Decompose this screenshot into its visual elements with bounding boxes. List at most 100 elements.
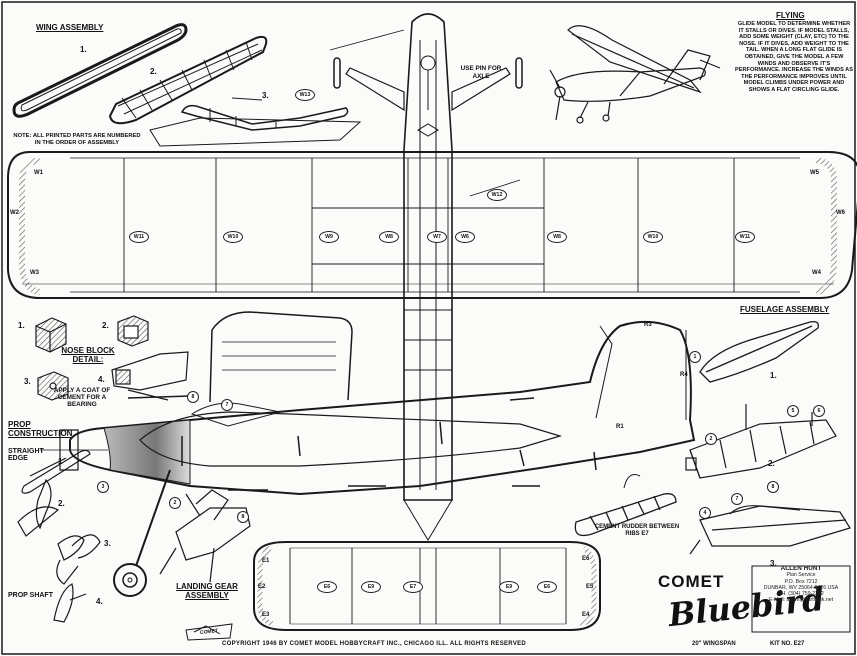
wing-step-2: 2. <box>150 67 157 76</box>
fuselage-top-view <box>329 13 511 541</box>
fuselage-assembly-heading: FUSELAGE ASSEMBLY <box>740 305 830 314</box>
rib-label-w12: W12 <box>487 189 507 201</box>
rib-label: W10 <box>643 231 663 243</box>
straight-edge-label: STRAIGHT EDGE <box>8 448 44 462</box>
part-number: 6 <box>813 405 825 417</box>
prop-step2 <box>17 478 60 537</box>
printed-parts-note: NOTE: ALL PRINTED PARTS ARE NUMBERED IN … <box>13 133 141 146</box>
rib-label: W8 <box>379 231 399 243</box>
nose-block-2 <box>117 315 149 347</box>
nose-step-1: 1. <box>18 321 25 330</box>
part-number: 4 <box>699 507 711 519</box>
landing-gear-assembly-sketch <box>159 489 251 583</box>
comet-logo-stamp <box>185 623 233 641</box>
rudder-pointer <box>623 474 641 489</box>
fuselage-part-label: R3 <box>644 322 652 328</box>
fuselage-step-2: 2. <box>768 459 775 468</box>
part-number: 3 <box>97 481 109 493</box>
landing-gear-heading: LANDING GEAR ASSEMBLY <box>176 582 238 600</box>
kit-number: KIT NO. E27 <box>770 641 805 647</box>
cement-rudder-note: CEMENT RUDDER BETWEEN RIBS E7 <box>594 524 680 537</box>
stab-tip-label: E3 <box>262 612 270 618</box>
part-number: 5 <box>787 405 799 417</box>
wing-tip-label: W1 <box>34 170 43 176</box>
stab-tip-label: E4 <box>582 612 590 618</box>
stamp-name: ALLEN HUNT <box>780 565 822 572</box>
stabilizer-plan <box>253 541 601 631</box>
prop-step-1: 1 <box>58 457 63 466</box>
flying-heading: FLYING <box>776 11 805 20</box>
prop-step-3: 3. <box>104 539 111 548</box>
wing-step3-board <box>149 97 362 147</box>
prop-step4 <box>53 583 87 623</box>
wing-assembly-heading: WING ASSEMBLY <box>36 23 104 32</box>
copyright-line: COPYRIGHT 1946 BY COMET MODEL HOBBYCRAFT… <box>222 641 527 647</box>
fuselage-step-1: 1. <box>770 371 777 380</box>
brand-comet: COMET <box>658 572 725 591</box>
fuselage-part-label: R1 <box>616 424 624 430</box>
fuselage-step2 <box>685 404 837 479</box>
nose-block-heading: NOSE BLOCK DETAIL: <box>61 346 115 364</box>
part-number: 8 <box>767 481 779 493</box>
flying-instructions: GLIDE MODEL TO DETERMINE WHETHER IT STAL… <box>735 21 853 93</box>
wing-tip-label: W6 <box>836 210 845 216</box>
wing-step1-outline <box>12 23 188 118</box>
prop-construction-heading: PROP CONSTRUCTION <box>8 420 73 438</box>
part-number: 1 <box>689 351 701 363</box>
nose-block-1 <box>35 317 67 353</box>
wing-tip-label: W2 <box>10 210 19 216</box>
rib-label: W6 <box>455 231 475 243</box>
stamp-line: E-Mail: ahunt@earthlink.net <box>768 597 834 604</box>
fuselage-step-3: 3. <box>770 559 777 568</box>
stamp-line: P.O. Box 7212 <box>784 578 818 585</box>
nose-step-2: 2. <box>102 321 109 330</box>
plan-service-stamp: ALLEN HUNT Plan Service P.O. Box 7212 DU… <box>752 565 850 630</box>
flying-sketch <box>549 25 721 124</box>
wing-step2-frame <box>108 35 268 125</box>
rib-label: W10 <box>223 231 243 243</box>
apply-cement-note: APPLY A COAT OF CEMENT FOR A BEARING <box>53 387 111 408</box>
wing-tip-label: W5 <box>810 170 819 176</box>
nose-block-4 <box>111 351 189 401</box>
rib-label-w13: W13 <box>295 89 315 101</box>
prop-step-4: 4. <box>96 597 103 606</box>
rudder-ladder <box>574 493 677 537</box>
stab-rib-label: E7 <box>403 581 423 593</box>
rib-label: W9 <box>319 231 339 243</box>
wing-tip-label: W4 <box>812 270 821 276</box>
part-number: 8 <box>237 511 249 523</box>
stamp-line: DUNBAR, WV 25064-0726 USA <box>763 584 839 591</box>
wing-plan <box>7 151 857 299</box>
part-number: 8 <box>187 391 199 403</box>
stab-tip-label: E1 <box>262 558 270 564</box>
rib-label: W8 <box>547 231 567 243</box>
prop-step1 <box>21 449 91 494</box>
rib-label: W11 <box>735 231 755 243</box>
rib-label: W11 <box>129 231 149 243</box>
axle-pins <box>333 57 523 89</box>
stab-rib-label: E9 <box>361 581 381 593</box>
part-number: 2 <box>705 433 717 445</box>
stab-tip-label: E5 <box>586 584 594 590</box>
fuselage-part-label: R4 <box>680 372 688 378</box>
fuselage-step3 <box>689 505 851 555</box>
prop-step-2: 2. <box>58 499 65 508</box>
nose-step-4: 4. <box>98 375 105 384</box>
nose-step-3: 3. <box>24 377 31 386</box>
stab-tip-label: E6 <box>582 556 590 562</box>
stab-rib-label: E6 <box>537 581 557 593</box>
wing-tip-label: W3 <box>30 270 39 276</box>
stab-tip-label: E2 <box>258 584 266 590</box>
landing-gear <box>113 469 171 597</box>
use-pin-note: USE PIN FOR AXLE <box>460 65 502 80</box>
fuselage-step1 <box>699 320 819 383</box>
part-number: 7 <box>731 493 743 505</box>
part-number: 7 <box>221 399 233 411</box>
rib-label: W7 <box>427 231 447 243</box>
wingspan-label: 20" WINGSPAN <box>692 641 736 647</box>
stab-rib-label: E6 <box>317 581 337 593</box>
wing-step-1: 1. <box>80 45 87 54</box>
